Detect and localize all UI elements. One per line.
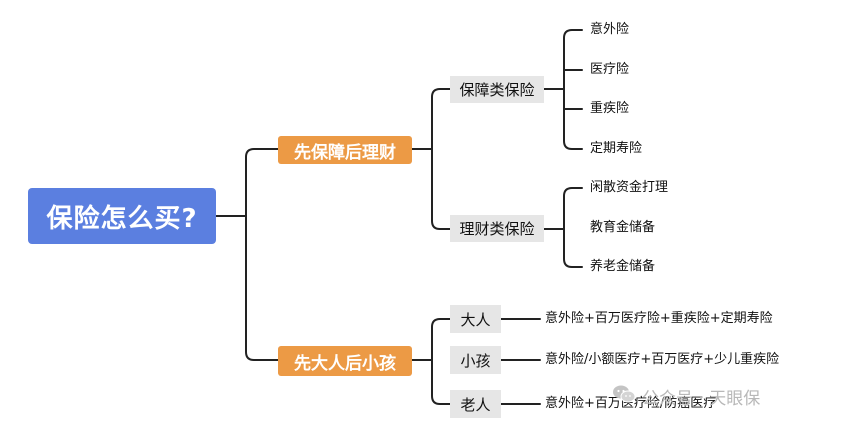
leaf-item: 重疾险 (590, 101, 630, 116)
root-label: 保险怎么买? (46, 203, 198, 234)
branch-node-protection-first: 先保障后理财 (278, 136, 412, 164)
sub-node-adults: 大人 (450, 305, 501, 333)
sub-label: 老人 (460, 395, 491, 414)
connector-sub2-leaves (563, 187, 583, 268)
watermark-text: 公众号 · 天眼保 (642, 388, 761, 409)
connector-root-branches (245, 148, 279, 361)
sub-node-wealth-insurance: 理财类保险 (450, 215, 544, 242)
root-node: 保险怎么买? (28, 188, 216, 244)
sub-label: 理财类保险 (459, 220, 535, 238)
watermark: 公众号 · 天眼保 (612, 383, 760, 409)
branch-label: 先大人后小孩 (294, 353, 396, 374)
detail-text: 意外险+百万医疗险+重疾险+定期寿险 (545, 311, 773, 326)
wechat-icon (612, 384, 636, 409)
sub-node-children: 小孩 (450, 346, 501, 374)
leaf-item: 闲散资金打理 (590, 180, 669, 195)
branch-label: 先保障后理财 (294, 142, 396, 163)
sub-label: 小孩 (460, 351, 491, 370)
connector-branch2-subs (431, 318, 451, 405)
connector-branch1-subs (431, 88, 451, 230)
leaf-item: 意外险 (590, 22, 630, 37)
leaf-item: 养老金储备 (590, 259, 656, 274)
branch-node-adults-first: 先大人后小孩 (278, 346, 412, 376)
sub-label: 大人 (460, 310, 491, 329)
sub-node-elderly: 老人 (450, 390, 501, 418)
leaf-item: 教育金储备 (590, 220, 656, 235)
detail-text: 意外险+百万医疗险/防癌医疗 (545, 396, 717, 411)
leaf-item: 医疗险 (590, 62, 630, 77)
connector-sub1-leaves (563, 29, 583, 150)
leaf-item: 定期寿险 (590, 141, 643, 156)
sub-node-protection-insurance: 保障类保险 (450, 76, 544, 103)
detail-text: 意外险/小额医疗+百万医疗+少儿重疾险 (545, 352, 780, 367)
sub-label: 保障类保险 (459, 81, 535, 99)
